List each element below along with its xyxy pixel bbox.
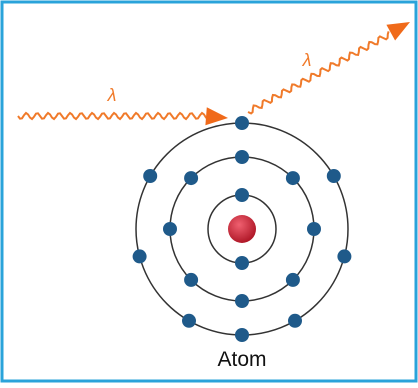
middle-shell-electron: [285, 272, 300, 287]
middle-shell-electron: [307, 222, 321, 236]
outer-shell-electron: [337, 249, 352, 264]
middle-shell-electron: [235, 150, 249, 164]
middle-shell-electron: [235, 294, 249, 308]
middle-shell-electron: [184, 171, 199, 186]
incoming-wave-label: λ: [107, 85, 117, 105]
outgoing-wave: [247, 31, 390, 115]
middle-shell-electron: [184, 272, 199, 287]
outer-shell-electron: [326, 169, 341, 183]
inner-shell-electron: [235, 188, 249, 202]
nucleus: [228, 215, 256, 243]
middle-shell-electron: [285, 171, 300, 186]
incoming-wave: [17, 111, 209, 121]
inner-shell-electron: [235, 256, 249, 270]
outer-shell-electron: [182, 313, 196, 328]
outgoing-wave-arrowhead: [386, 22, 410, 41]
outer-shell-electron: [235, 116, 249, 130]
electrons: [132, 116, 352, 342]
outer-shell-electron: [143, 169, 158, 183]
incoming-wave-arrowhead: [205, 107, 228, 126]
atom-caption: Atom: [217, 348, 266, 371]
middle-shell-electron: [163, 222, 177, 236]
outer-shell-electron: [235, 328, 249, 342]
outgoing-wave-label: λ: [302, 50, 312, 70]
outer-shell-electron: [288, 313, 302, 328]
outer-shell-electron: [132, 249, 147, 264]
